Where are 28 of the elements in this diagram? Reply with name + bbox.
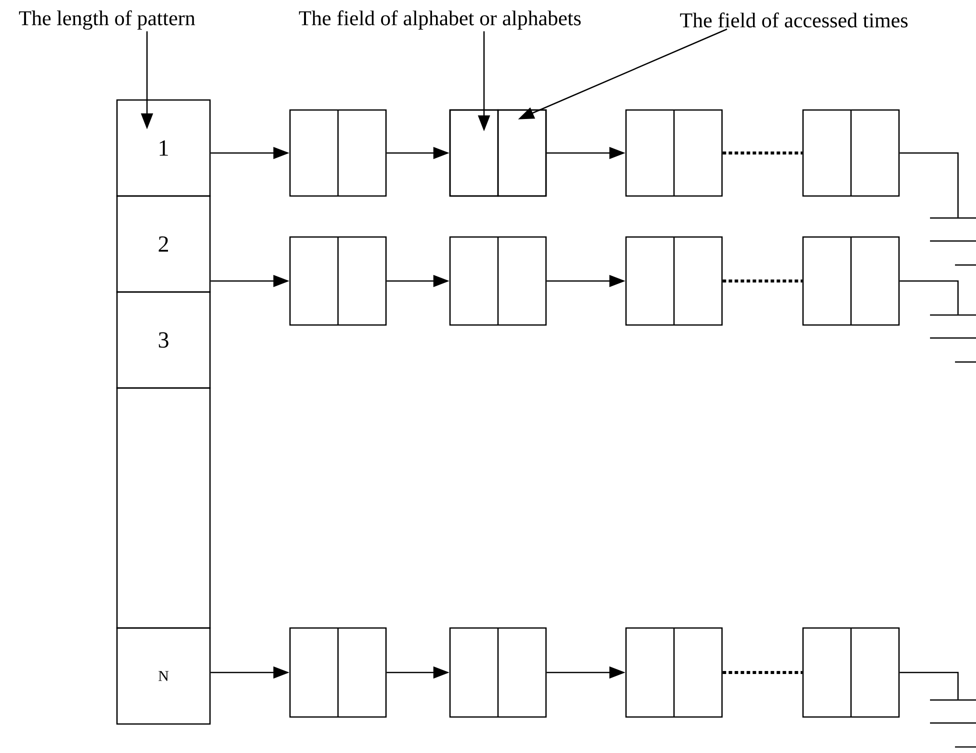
callout-label: The field of accessed times (680, 12, 908, 28)
callout-label: The field of alphabet or alphabets (298, 10, 581, 30)
list-node-box (802, 109, 900, 197)
list-node-box (449, 627, 547, 718)
ground-symbol (929, 217, 976, 266)
wire (900, 152, 959, 218)
list-node-box (449, 236, 547, 326)
list-node-box (625, 236, 723, 326)
list-node-box (625, 627, 723, 718)
list-node-box (802, 627, 900, 718)
wire (900, 672, 959, 700)
list-node-box (802, 236, 900, 326)
dotted-link (722, 152, 802, 154)
list-node-box (289, 627, 387, 718)
array-cell: 2 (116, 195, 211, 293)
ground-symbol (929, 699, 976, 748)
dotted-link (722, 671, 802, 674)
array-cell: N (116, 627, 211, 725)
dotted-link (722, 280, 802, 282)
list-node-box (289, 236, 387, 326)
callout-label: The length of pattern (19, 10, 196, 30)
wire (900, 280, 959, 314)
array-cell (116, 387, 211, 629)
list-node-box (289, 109, 387, 197)
array-cell: 1 (116, 99, 211, 197)
array-cell: 3 (116, 291, 211, 389)
list-node-box (625, 109, 723, 197)
ground-symbol (929, 314, 976, 363)
